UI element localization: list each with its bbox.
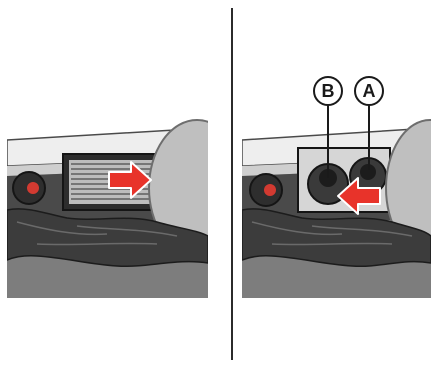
filter-clips-drawing <box>242 118 431 298</box>
filter-removal-drawing <box>7 118 208 298</box>
callout-a-leader <box>368 104 370 170</box>
callout-b: B <box>313 76 343 106</box>
callout-a: A <box>354 76 384 106</box>
callout-b-leader <box>327 104 329 178</box>
knob-center <box>27 182 39 194</box>
illustration-filter-clips <box>242 118 431 298</box>
illustration-filter-removal <box>7 118 208 298</box>
panel-divider <box>231 8 233 360</box>
knob-center <box>264 184 276 196</box>
